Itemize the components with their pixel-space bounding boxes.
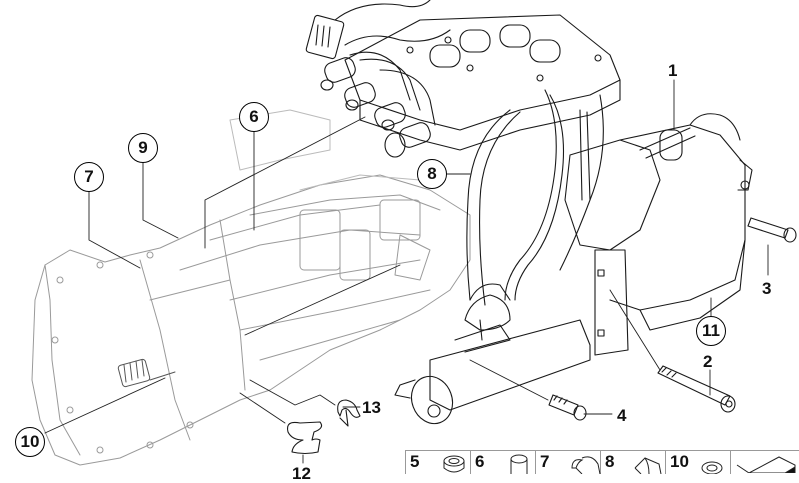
legend-item-10[interactable]: 10 bbox=[666, 451, 731, 474]
leader-9 bbox=[142, 162, 179, 239]
callout-6[interactable]: 6 bbox=[239, 102, 269, 132]
grommet-icon bbox=[443, 455, 465, 473]
callout-8[interactable]: 8 bbox=[417, 159, 447, 189]
clip-12 bbox=[286, 421, 323, 455]
leader-10 bbox=[44, 377, 166, 434]
callout-7[interactable]: 7 bbox=[74, 162, 104, 192]
leader-lines bbox=[44, 79, 769, 464]
legend-item-6[interactable]: 6 bbox=[471, 451, 536, 474]
connector bbox=[305, 14, 345, 60]
leader-7 bbox=[88, 191, 141, 269]
clip-icon bbox=[571, 456, 601, 474]
callout-3[interactable]: 3 bbox=[762, 279, 772, 298]
valve-block bbox=[305, 0, 621, 158]
parts-legend: 5 6 7 8 10 bbox=[405, 450, 799, 474]
callout-12[interactable]: 12 bbox=[292, 464, 311, 483]
transmission-housing bbox=[31, 109, 471, 466]
input-shaft bbox=[117, 358, 176, 388]
callout-11[interactable]: 11 bbox=[696, 316, 726, 346]
bolt-4 bbox=[548, 394, 587, 421]
leader-2b bbox=[609, 289, 661, 371]
leader-4b bbox=[469, 359, 549, 401]
clip-13 bbox=[337, 399, 361, 427]
bolt-2 bbox=[657, 365, 736, 413]
legend-number: 8 bbox=[605, 452, 615, 471]
bracket-icon bbox=[634, 457, 662, 474]
leader-13b bbox=[249, 379, 336, 406]
part-catalog-mark-icon bbox=[736, 456, 796, 473]
leader-6b bbox=[204, 116, 366, 249]
callout-10[interactable]: 10 bbox=[15, 427, 45, 457]
nut-icon bbox=[701, 461, 723, 474]
leader-10b bbox=[244, 264, 401, 336]
callout-9[interactable]: 9 bbox=[128, 133, 158, 163]
callout-2[interactable]: 2 bbox=[703, 352, 713, 371]
callout-4[interactable]: 4 bbox=[617, 406, 627, 425]
legend-number: 5 bbox=[410, 452, 420, 471]
hydraulic-lines bbox=[466, 89, 604, 306]
legend-item-5[interactable]: 5 bbox=[406, 451, 471, 474]
diagram-artwork bbox=[31, 0, 797, 466]
actuator-cylinder bbox=[394, 283, 591, 425]
legend-item-catalog-mark bbox=[731, 451, 799, 474]
legend-number: 6 bbox=[475, 452, 485, 471]
leader-12b bbox=[239, 392, 286, 424]
parts-diagram: 1 2 3 4 6 7 8 9 10 11 12 13 5 6 7 bbox=[15, 0, 799, 482]
legend-item-8[interactable]: 8 bbox=[601, 451, 666, 474]
pump-unit bbox=[564, 113, 753, 356]
bolt-3 bbox=[747, 217, 797, 243]
callout-1[interactable]: 1 bbox=[668, 61, 678, 80]
legend-item-7[interactable]: 7 bbox=[536, 451, 601, 474]
solenoids bbox=[320, 57, 431, 158]
legend-number: 7 bbox=[540, 452, 550, 471]
callout-13[interactable]: 13 bbox=[362, 398, 381, 417]
legend-number: 10 bbox=[670, 452, 689, 471]
sleeve-icon bbox=[510, 454, 528, 474]
